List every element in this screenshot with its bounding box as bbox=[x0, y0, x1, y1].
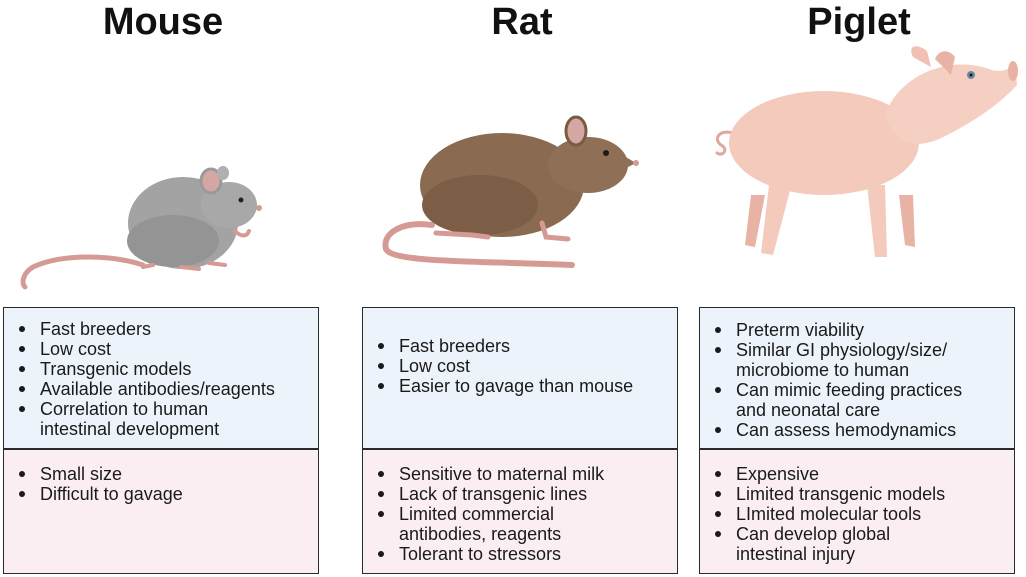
mouse-advantage-item: Fast breeders bbox=[4, 319, 318, 339]
rat-disadvantage-item: Lack of transgenic lines bbox=[363, 484, 677, 504]
rat-advantage-item: Fast breeders bbox=[363, 336, 677, 356]
piglet-illustration-icon bbox=[715, 46, 1018, 257]
rat-disadvantage-item: Sensitive to maternal milk bbox=[363, 464, 677, 484]
rat-advantages-box: Fast breeders Low cost Easier to gavage … bbox=[362, 307, 678, 449]
mouse-advantages-list: Fast breeders Low cost Transgenic models… bbox=[4, 319, 318, 439]
mouse-advantage-item: Correlation to human intestinal developm… bbox=[4, 399, 318, 439]
piglet-advantage-item: Similar GI physiology/size/ microbiome t… bbox=[700, 340, 1014, 380]
piglet-advantages-list: Preterm viability Similar GI physiology/… bbox=[700, 320, 1014, 440]
piglet-title: Piglet bbox=[807, 1, 911, 43]
piglet-disadvantages-list: Expensive Limited transgenic models LImi… bbox=[700, 464, 1014, 564]
rat-advantage-item: Low cost bbox=[363, 356, 677, 376]
mouse-disadvantages-list: Small size Difficult to gavage bbox=[4, 464, 318, 504]
piglet-advantage-item: Can mimic feeding practices and neonatal… bbox=[700, 380, 1014, 420]
rat-disadvantages-box: Sensitive to maternal milk Lack of trans… bbox=[362, 449, 678, 574]
piglet-advantages-box: Preterm viability Similar GI physiology/… bbox=[699, 307, 1015, 449]
mouse-column: Mouse Fast breeders Low cost Transgenic … bbox=[3, 0, 323, 577]
mouse-advantage-item: Transgenic models bbox=[4, 359, 318, 379]
rat-disadvantage-item: Limited commercial antibodies, reagents bbox=[363, 504, 677, 544]
rat-disadvantages-list: Sensitive to maternal milk Lack of trans… bbox=[363, 464, 677, 564]
rat-column: Rat Fast breeders Low cost Easier to gav… bbox=[362, 0, 682, 577]
mouse-disadvantage-item: Difficult to gavage bbox=[4, 484, 318, 504]
piglet-advantage-item: Can assess hemodynamics bbox=[700, 420, 1014, 440]
piglet-disadvantages-box: Expensive Limited transgenic models LImi… bbox=[699, 449, 1015, 574]
mouse-advantage-item: Low cost bbox=[4, 339, 318, 359]
rat-illustration-icon bbox=[382, 115, 639, 268]
piglet-disadvantage-item: LImited molecular tools bbox=[700, 504, 1014, 524]
piglet-disadvantage-item: Can develop global intestinal injury bbox=[700, 524, 1014, 564]
rat-title: Rat bbox=[491, 1, 553, 43]
mouse-disadvantage-item: Small size bbox=[4, 464, 318, 484]
mouse-advantage-item: Available antibodies/reagents bbox=[4, 379, 318, 399]
mouse-illustration-icon bbox=[20, 166, 262, 290]
rat-disadvantage-item: Tolerant to stressors bbox=[363, 544, 677, 564]
piglet-advantage-item: Preterm viability bbox=[700, 320, 1014, 340]
piglet-disadvantage-item: Expensive bbox=[700, 464, 1014, 484]
rat-advantages-list: Fast breeders Low cost Easier to gavage … bbox=[363, 336, 677, 396]
mouse-advantages-box: Fast breeders Low cost Transgenic models… bbox=[3, 307, 319, 449]
mouse-title: Mouse bbox=[102, 1, 224, 43]
piglet-column: Piglet Preterm viability Similar GI phys… bbox=[699, 0, 1019, 577]
piglet-disadvantage-item: Limited transgenic models bbox=[700, 484, 1014, 504]
rat-advantage-item: Easier to gavage than mouse bbox=[363, 376, 677, 396]
mouse-disadvantages-box: Small size Difficult to gavage bbox=[3, 449, 319, 574]
